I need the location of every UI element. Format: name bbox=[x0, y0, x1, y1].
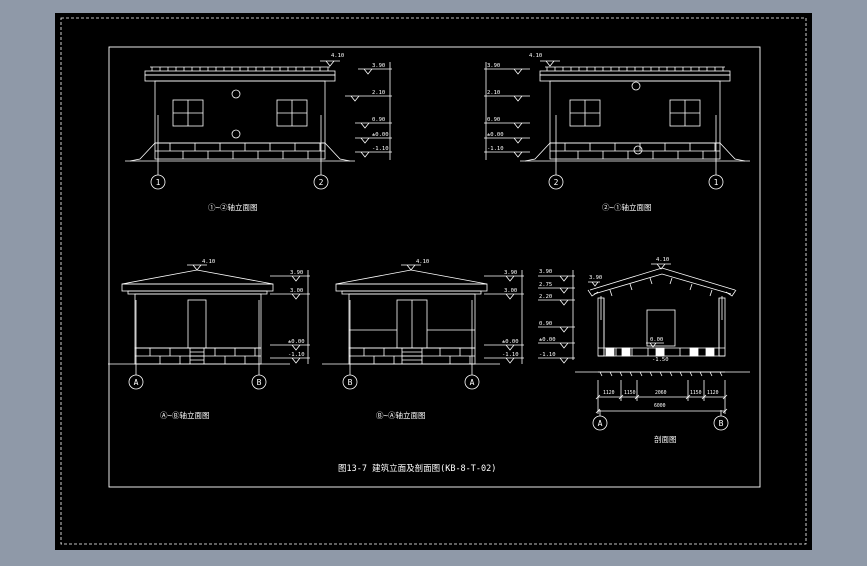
v2-elev-3: 0.90 bbox=[487, 117, 500, 123]
v3-elev-4: -1.10 bbox=[288, 352, 305, 358]
v4-title: Ⓑ~Ⓐ轴立面图 bbox=[376, 410, 426, 420]
v2-elev-top: 4.10 bbox=[529, 53, 542, 59]
v5-elev-4: 0.90 bbox=[539, 321, 552, 327]
v3-grid-right: B bbox=[257, 378, 262, 387]
v5-elev-6: -1.10 bbox=[539, 352, 556, 358]
v5-dim-3: 2060 bbox=[655, 390, 667, 396]
view-2-elevation bbox=[484, 60, 750, 190]
v2-elev-2: 2.10 bbox=[487, 90, 500, 96]
v4-elev-1: 3.90 bbox=[504, 270, 517, 276]
v5-elev-top: 4.10 bbox=[656, 257, 669, 263]
v5-elev-5: ±0.00 bbox=[539, 337, 556, 343]
view-5-section bbox=[538, 263, 750, 431]
v3-elev-2: 3.00 bbox=[290, 288, 303, 294]
title-frame bbox=[108, 46, 761, 488]
v1-elev-top: 4.10 bbox=[331, 53, 344, 59]
v4-elev-top: 4.10 bbox=[416, 259, 429, 265]
v2-grid-right: 1 bbox=[714, 178, 719, 187]
v3-grid-left: A bbox=[134, 378, 139, 387]
v1-elev-1: 3.90 bbox=[372, 63, 385, 69]
v5-dim-5: 1120 bbox=[707, 390, 719, 396]
sheet-dashed-border bbox=[60, 17, 807, 545]
v5-elev-2: 2.75 bbox=[539, 282, 552, 288]
v2-elev-1: 3.90 bbox=[487, 63, 500, 69]
v1-elev-3: 0.90 bbox=[372, 117, 385, 123]
v5-dim-2: 1150 bbox=[624, 390, 636, 396]
drawing-sheet bbox=[55, 13, 812, 550]
v1-elev-2: 2.10 bbox=[372, 90, 385, 96]
v5-elev-3: 2.20 bbox=[539, 294, 552, 300]
v2-title: ②~①轴立面图 bbox=[602, 202, 652, 212]
v1-grid-left: 1 bbox=[156, 178, 161, 187]
view-1-elevation bbox=[125, 60, 392, 190]
v3-elev-3: ±0.00 bbox=[288, 339, 305, 345]
v2-elev-4: ±0.00 bbox=[487, 132, 504, 138]
v5-inner-mark: 0.00 bbox=[650, 337, 663, 343]
v5-grid-left: A bbox=[598, 419, 603, 428]
v2-elev-5: -1.10 bbox=[487, 146, 504, 152]
v4-elev-4: -1.10 bbox=[502, 352, 519, 358]
v5-dim-1: 1120 bbox=[603, 390, 615, 396]
v5-roof-mark: 3.90 bbox=[589, 275, 602, 281]
v3-elev-1: 3.90 bbox=[290, 270, 303, 276]
v4-grid-right: A bbox=[470, 378, 475, 387]
v1-grid-right: 2 bbox=[319, 178, 324, 187]
v3-elev-top: 4.10 bbox=[202, 259, 215, 265]
v3-title: Ⓐ~Ⓑ轴立面图 bbox=[160, 410, 210, 420]
v5-elev-1: 3.90 bbox=[539, 269, 552, 275]
v4-elev-3: ±0.00 bbox=[502, 339, 519, 345]
v1-title: ①~②轴立面图 bbox=[208, 202, 258, 212]
v2-grid-left: 2 bbox=[554, 178, 559, 187]
view-4-elevation bbox=[322, 264, 524, 390]
v1-elev-4: ±0.00 bbox=[372, 132, 389, 138]
v5-dim-total: 6000 bbox=[654, 403, 666, 409]
v4-grid-left: B bbox=[348, 378, 353, 387]
v1-elev-5: -1.10 bbox=[372, 146, 389, 152]
v5-title: 剖面图 bbox=[654, 434, 677, 444]
v5-floor-mark: -1.50 bbox=[652, 357, 669, 363]
v5-dim-4: 1150 bbox=[690, 390, 702, 396]
view-3-elevation bbox=[108, 264, 310, 390]
v5-grid-right: B bbox=[719, 419, 724, 428]
drawing-caption: 图13-7 建筑立面及剖面图(KB-8-T-02) bbox=[338, 463, 496, 474]
v4-elev-2: 3.00 bbox=[504, 288, 517, 294]
